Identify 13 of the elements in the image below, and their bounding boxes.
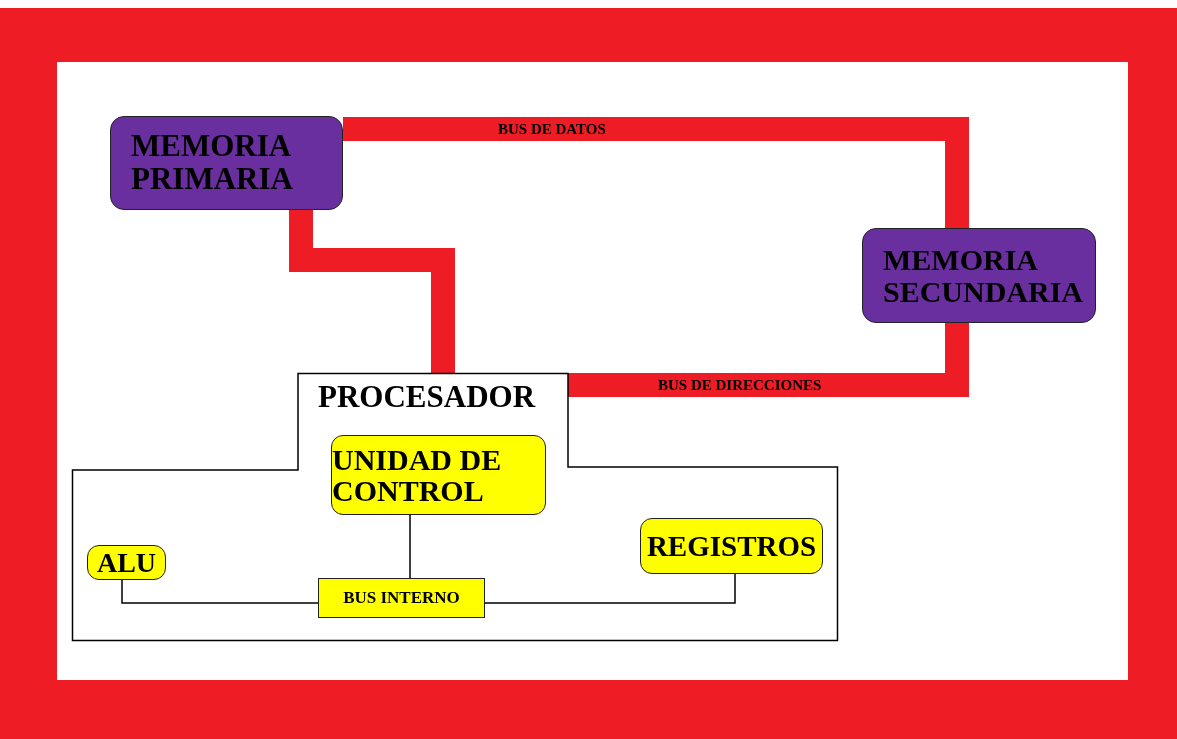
bus-box: BUS INTERNO (318, 578, 485, 618)
memory-box: MEMORIA SECUNDARIA (862, 228, 1096, 323)
connector-line (484, 573, 736, 604)
bus-connector (343, 117, 969, 228)
memory-box: MEMORIA PRIMARIA (110, 116, 343, 210)
component-box: ALU (87, 545, 166, 580)
connector-line (121, 579, 319, 604)
component-box: UNIDAD DE CONTROL (331, 435, 546, 515)
processor-outline (72, 373, 838, 641)
processor-label: PROCESADOR (318, 381, 535, 414)
component-box: REGISTROS (640, 518, 823, 574)
connector-line (409, 514, 411, 579)
bus-connector (289, 210, 455, 373)
